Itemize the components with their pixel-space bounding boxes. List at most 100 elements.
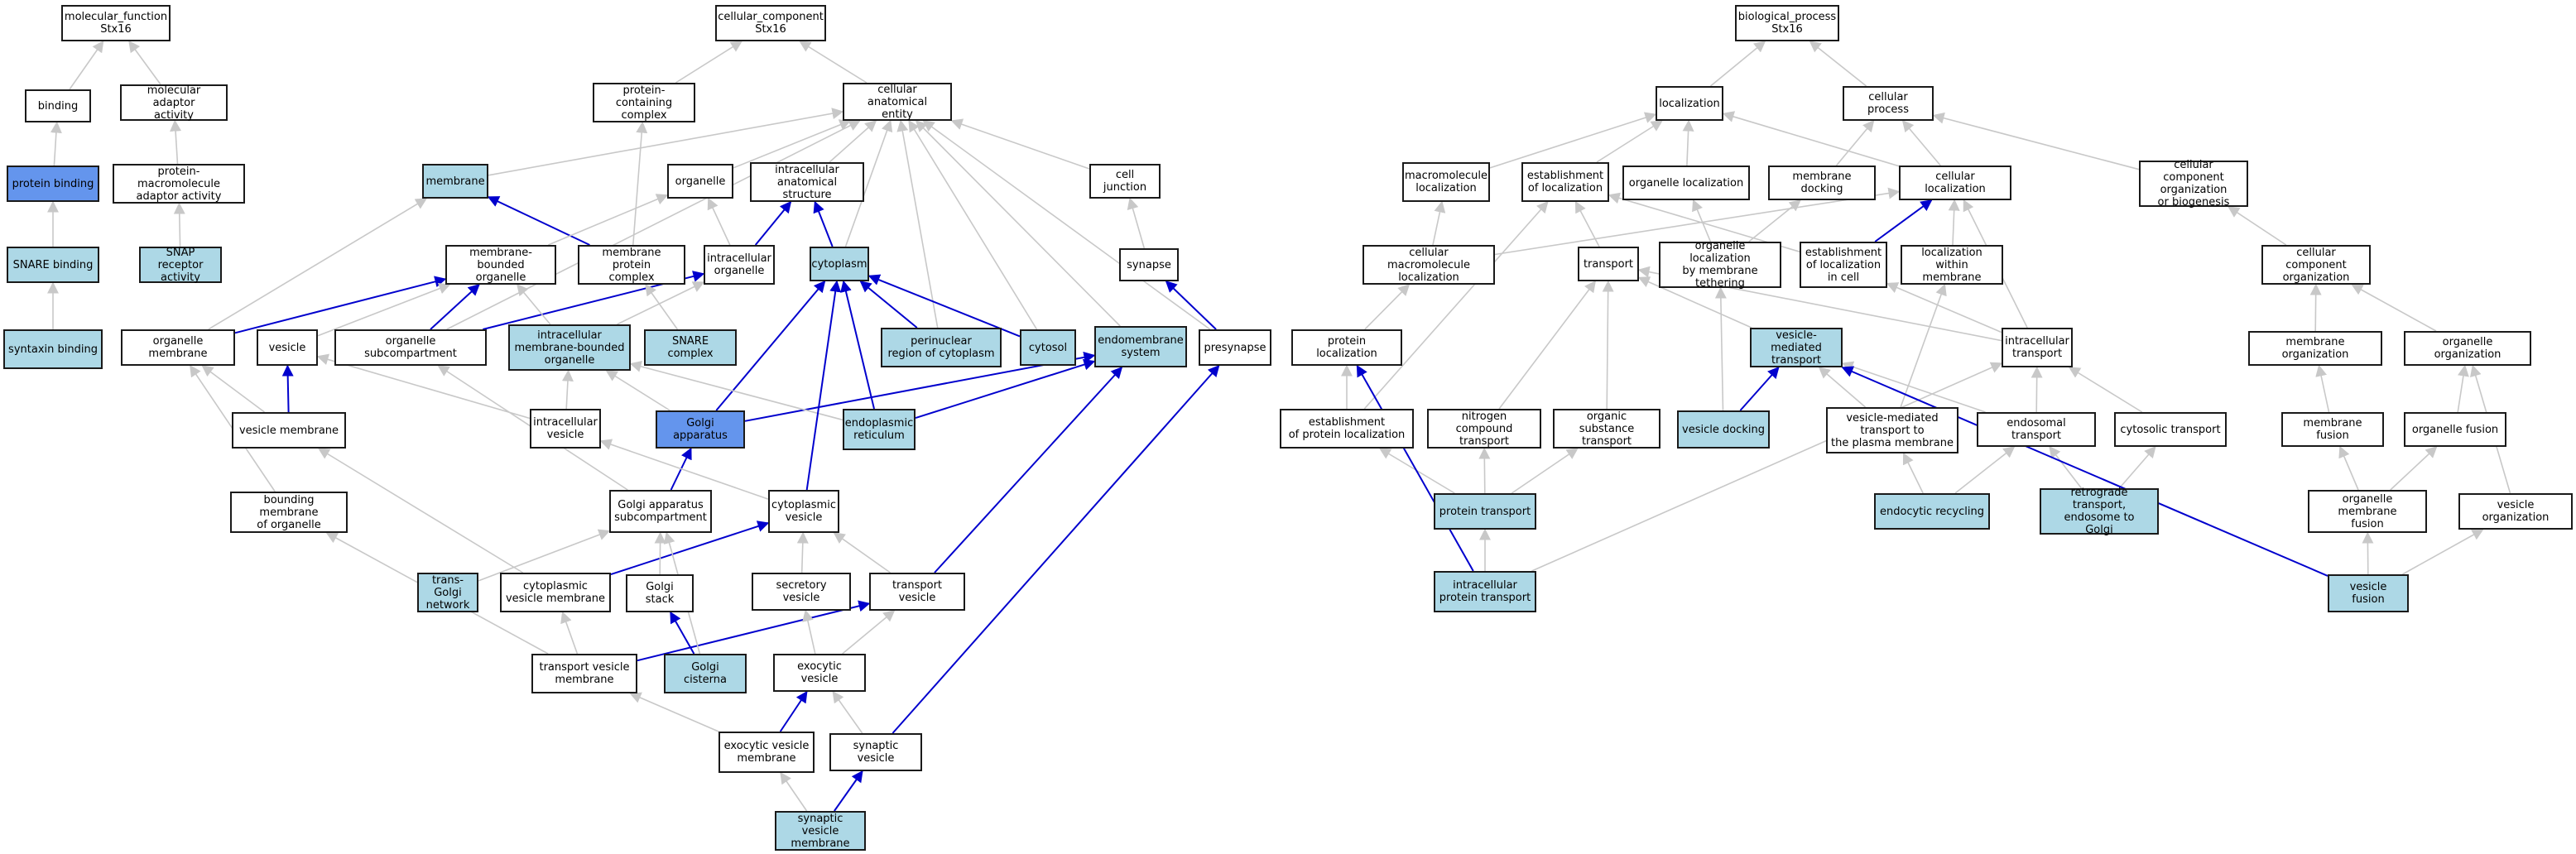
node-cytosolic-transport[interactable]: cytosolic transport [2114,412,2227,447]
node-protein-macromolecule-adaptor-activity[interactable]: protein-macromolecule adaptor activity [113,164,245,204]
edge-omf-to-mem_fusion [2338,445,2359,491]
node-vesicle-organization[interactable]: vesicle organization [2458,493,2573,530]
node-vesicle-fusion[interactable]: vesicle fusion [2328,574,2409,612]
node-endomembrane-system[interactable]: endomembrane system [1094,326,1187,367]
edge-vesicle_fusion-to-vesicle_org [2402,529,2484,575]
node-cellular-process[interactable]: cellular process [1843,86,1934,121]
node-golgi-apparatus-subcompartment[interactable]: Golgi apparatus subcompartment [609,490,712,533]
node-biological-process-root[interactable]: biological_process Stx16 [1735,5,1839,41]
node-snare-binding[interactable]: SNARE binding [7,247,99,283]
node-intracellular-protein-transport[interactable]: intracellular protein transport [1434,571,1536,612]
edge-protein_containing-to-cc_root [675,41,743,84]
node-transport-vesicle-membrane[interactable]: transport vesicle membrane [531,654,637,693]
edge-binding-to-mf_root [69,40,104,90]
edge-omf-to-org_fusion [2390,446,2438,491]
node-cytoplasmic-vesicle-membrane[interactable]: cytoplasmic vesicle membrane [500,573,611,612]
node-membrane-organization[interactable]: membrane organization [2248,331,2382,366]
node-transport-vesicle[interactable]: transport vesicle [869,573,965,611]
node-golgi-stack[interactable]: Golgi stack [626,574,694,612]
node-membrane-docking[interactable]: membrane docking [1768,166,1876,200]
node-organelle-localization[interactable]: organelle localization [1622,166,1750,200]
node-cellular-component-organization-or-biogenesis[interactable]: cellular component organization or bioge… [2139,159,2248,209]
edge-pm_adaptor-to-mol_adaptor [170,119,182,165]
node-organelle-subcompartment[interactable]: organelle subcompartment [334,329,487,366]
edge-exocytic_vesicle-to-secretory_vesicle [802,609,816,655]
node-cellular-macromolecule-localization[interactable]: cellular macromolecule localization [1362,245,1495,285]
node-secretory-vesicle[interactable]: secretory vesicle [752,573,851,611]
node-organelle-localization-by-membrane-tethering[interactable]: organelle localization by membrane tethe… [1659,240,1781,290]
node-cellular-component-organization[interactable]: cellular component organization [2261,245,2371,285]
node-organelle-organization[interactable]: organelle organization [2404,331,2531,366]
node-membrane-protein-complex[interactable]: membrane protein complex [578,245,685,285]
node-presynapse[interactable]: presynapse [1199,329,1271,366]
node-protein-containing-complex[interactable]: protein-containing complex [593,83,695,122]
node-retrograde-transport-endosome-to-golgi[interactable]: retrograde transport, endosome to Golgi [2040,487,2159,536]
node-cellular-anatomical-entity[interactable]: cellular anatomical entity [843,83,952,121]
node-organelle[interactable]: organelle [667,164,733,199]
edge-olmt-to-mem_docking [1748,199,1801,242]
node-synaptic-vesicle[interactable]: synaptic vesicle [829,733,922,771]
node-establishment-of-localization[interactable]: establishment of localization [1521,162,1609,202]
node-syntaxin-binding[interactable]: syntaxin binding [3,329,103,369]
node-exocytic-vesicle[interactable]: exocytic vesicle [773,654,866,692]
node-organic-substance-transport[interactable]: organic substance transport [1553,409,1660,449]
node-intracellular-membrane-bounded-organelle[interactable]: intracellular membrane-bounded organelle [508,324,631,371]
node-protein-transport[interactable]: protein transport [1434,493,1536,530]
node-localization-within-membrane[interactable]: localization within membrane [1901,245,2003,285]
node-membrane-fusion[interactable]: membrane fusion [2281,412,2384,447]
node-membrane-bounded-organelle[interactable]: membrane-bounded organelle [445,245,556,285]
node-organelle-membrane-fusion[interactable]: organelle membrane fusion [2308,490,2427,533]
node-snare-complex[interactable]: SNARE complex [644,329,737,366]
node-perinuclear-region-of-cytoplasm[interactable]: perinuclear region of cytoplasm [881,328,1002,367]
node-cytosol[interactable]: cytosol [1020,329,1076,366]
node-organelle-fusion[interactable]: organelle fusion [2404,412,2506,447]
node-cell-junction[interactable]: cell junction [1089,164,1161,199]
node-trans-golgi-network[interactable]: trans-Golgi network [417,573,478,612]
node-endoplasmic-reticulum[interactable]: endoplasmic reticulum [843,409,916,450]
node-establishment-of-protein-localization[interactable]: establishment of protein localization [1280,409,1414,449]
node-establishment-of-localization-in-cell[interactable]: establishment of localization in cell [1800,242,1887,288]
node-vesicle-membrane[interactable]: vesicle membrane [232,412,346,449]
node-nitrogen-compound-transport[interactable]: nitrogen compound transport [1427,409,1541,449]
node-cytoplasm[interactable]: cytoplasm [810,247,869,281]
edge-cvm-to-vesicle_membrane [317,448,524,573]
edge-cml-to-macro_loc [1432,200,1446,246]
node-intracellular-vesicle[interactable]: intracellular vesicle [530,409,601,449]
node-endosomal-transport[interactable]: endosomal transport [1977,412,2096,447]
node-golgi-apparatus[interactable]: Golgi apparatus [656,410,745,449]
node-organelle-membrane[interactable]: organelle membrane [121,329,235,366]
node-intracellular-organelle[interactable]: intracellular organelle [704,245,775,285]
node-membrane[interactable]: membrane [422,164,488,199]
node-molecular-adaptor-activity[interactable]: molecular adaptor activity [120,84,228,122]
node-vesicle-mediated-transport[interactable]: vesicle-mediated transport [1750,328,1843,367]
node-vesicle[interactable]: vesicle [257,329,318,366]
node-transport[interactable]: transport [1578,247,1639,281]
node-vesicle-mediated-transport-to-the-plasma-membrane[interactable]: vesicle-mediated transport to the plasma… [1826,407,1958,453]
node-intracellular-anatomical-structure[interactable]: intracellular anatomical structure [750,162,864,202]
node-localization[interactable]: localization [1656,86,1723,121]
node-protein-binding[interactable]: protein binding [7,166,99,202]
node-exocytic-vesicle-membrane[interactable]: exocytic vesicle membrane [718,732,815,773]
node-cytoplasmic-vesicle[interactable]: cytoplasmic vesicle [768,490,839,533]
edge-cytosol-to-cytoplasm [867,274,1021,338]
node-endocytic-recycling[interactable]: endocytic recycling [1874,493,1990,530]
node-molecular-function-root[interactable]: molecular_function Stx16 [61,5,171,41]
node-binding[interactable]: binding [25,89,91,122]
edge-organelle-to-cae [733,119,852,169]
node-protein-localization[interactable]: protein localization [1291,329,1402,366]
node-vesicle-docking[interactable]: vesicle docking [1677,410,1770,449]
edge-protein_transport-to-ost [1511,448,1579,494]
node-cellular-component-root[interactable]: cellular_component Stx16 [715,5,826,41]
node-macromolecule-localization[interactable]: macromolecule localization [1402,162,1490,202]
node-bounding-membrane-of-organelle[interactable]: bounding membrane of organelle [230,492,348,533]
node-golgi-cisterna[interactable]: Golgi cisterna [664,654,747,693]
edge-vmt-to-transport [1637,276,1752,329]
edge-org_org-to-cco [2351,284,2437,332]
node-synapse[interactable]: synapse [1119,248,1179,281]
edge-mol_adaptor-to-mf_root [128,40,161,85]
node-snap-receptor-activity[interactable]: SNAP receptor activity [139,247,222,284]
node-intracellular-transport[interactable]: intracellular transport [2002,328,2073,367]
node-synaptic-vesicle-membrane[interactable]: synaptic vesicle membrane [775,811,866,851]
node-cellular-localization[interactable]: cellular localization [1899,166,2011,200]
edge-synapse-to-cell_junction [1127,197,1146,249]
